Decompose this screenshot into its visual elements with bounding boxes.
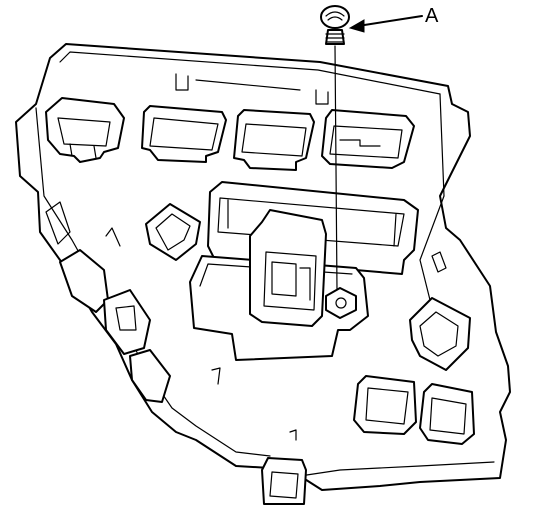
connector-top-3: [233, 109, 315, 171]
connector-right-2: [353, 375, 417, 435]
callout-label-a: A: [425, 5, 439, 27]
connector-right-1: [409, 297, 471, 371]
arrow-left-icon: [348, 15, 423, 33]
bolt-leader-line: [334, 45, 338, 291]
rim-tabs: [175, 73, 329, 105]
connector-top-2: [141, 105, 227, 163]
mounting-nut: [325, 287, 357, 319]
connector-top-4: [321, 109, 415, 169]
bolt-icon: [320, 5, 350, 45]
relay-block: [249, 209, 327, 327]
connector-right-3: [419, 383, 475, 445]
bottom-latch: [261, 457, 307, 505]
housing-details: [211, 251, 447, 441]
left-side-clips: [45, 201, 171, 403]
connector-top-1: [45, 97, 125, 163]
connector-left: [145, 203, 201, 261]
